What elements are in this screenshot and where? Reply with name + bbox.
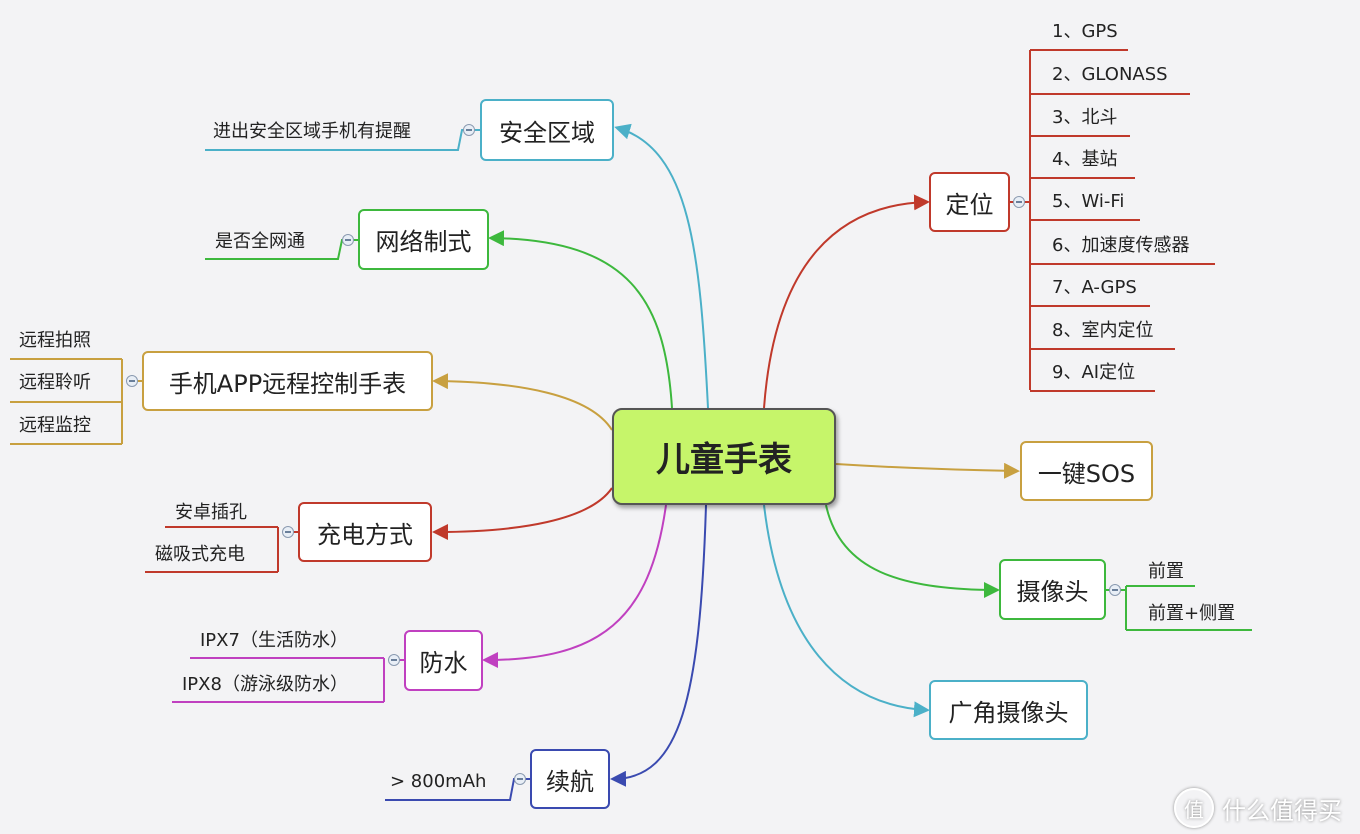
leaf-positioning-2: 2、GLONASS — [1052, 64, 1168, 85]
link-app-control — [432, 373, 613, 431]
watermark-text: 什么值得买 — [1222, 796, 1342, 825]
watermark: 值 什么值得买 — [1174, 788, 1342, 828]
leaf-charging-magnetic: 磁吸式充电 — [155, 544, 245, 565]
leaf-positioning-6: 6、加速度传感器 — [1052, 235, 1190, 256]
collapse-toggle-icon[interactable] — [282, 526, 294, 538]
link-battery — [610, 504, 707, 787]
leaf-positioning-7: 7、A-GPS — [1052, 277, 1137, 298]
leaf-charging-port: 安卓插孔 — [175, 502, 247, 523]
link-charging — [432, 487, 613, 540]
leaf-positioning-1: 1、GPS — [1052, 21, 1118, 42]
node-safe-zone[interactable]: 安全区域 — [480, 99, 614, 161]
collapse-toggle-icon[interactable] — [514, 773, 526, 785]
watermark-logo-icon: 值 — [1174, 788, 1214, 828]
node-charging[interactable]: 充电方式 — [298, 502, 432, 562]
collapse-toggle-icon[interactable] — [463, 124, 475, 136]
node-app-control[interactable]: 手机APP远程控制手表 — [142, 351, 433, 411]
link-safe-zone — [614, 123, 709, 409]
leaf-battery-capacity: > 800mAh — [390, 771, 487, 792]
node-waterproof[interactable]: 防水 — [404, 630, 483, 691]
node-wide-camera[interactable]: 广角摄像头 — [929, 680, 1088, 740]
leaf-camera-front: 前置 — [1148, 561, 1184, 582]
leaf-positioning-3: 3、北斗 — [1052, 107, 1118, 128]
link-waterproof — [482, 504, 667, 668]
leaf-positioning-8: 8、室内定位 — [1052, 320, 1154, 341]
node-camera[interactable]: 摄像头 — [999, 559, 1106, 620]
collapse-toggle-icon[interactable] — [342, 234, 354, 246]
link-positioning — [763, 194, 930, 409]
leaf-waterproof-ipx7: IPX7（生活防水） — [200, 630, 348, 651]
link-wide-camera — [763, 504, 930, 718]
leaf-positioning-9: 9、AI定位 — [1052, 362, 1136, 383]
node-positioning[interactable]: 定位 — [929, 172, 1010, 232]
link-sos — [835, 462, 1020, 479]
link-network — [488, 230, 673, 409]
collapse-toggle-icon[interactable] — [1013, 196, 1025, 208]
collapse-toggle-icon[interactable] — [388, 654, 400, 666]
collapse-toggle-icon[interactable] — [1109, 584, 1121, 596]
center-node[interactable]: 儿童手表 — [612, 408, 836, 505]
leaf-positioning-4: 4、基站 — [1052, 149, 1118, 170]
leaf-positioning-5: 5、Wi-Fi — [1052, 191, 1125, 212]
leaf-app-photo: 远程拍照 — [19, 330, 91, 351]
leaf-waterproof-ipx8: IPX8（游泳级防水） — [182, 674, 348, 695]
node-battery[interactable]: 续航 — [530, 749, 610, 809]
leaf-app-listen: 远程聆听 — [19, 372, 91, 393]
collapse-toggle-icon[interactable] — [126, 375, 138, 387]
node-sos[interactable]: 一键SOS — [1020, 441, 1153, 501]
link-camera — [825, 504, 1000, 598]
leaf-network-all: 是否全网通 — [215, 231, 305, 252]
node-network[interactable]: 网络制式 — [358, 209, 489, 270]
leaf-safe-zone-alert: 进出安全区域手机有提醒 — [213, 121, 411, 142]
leaf-camera-front-side: 前置+侧置 — [1148, 603, 1236, 624]
leaf-app-monitor: 远程监控 — [19, 415, 91, 436]
